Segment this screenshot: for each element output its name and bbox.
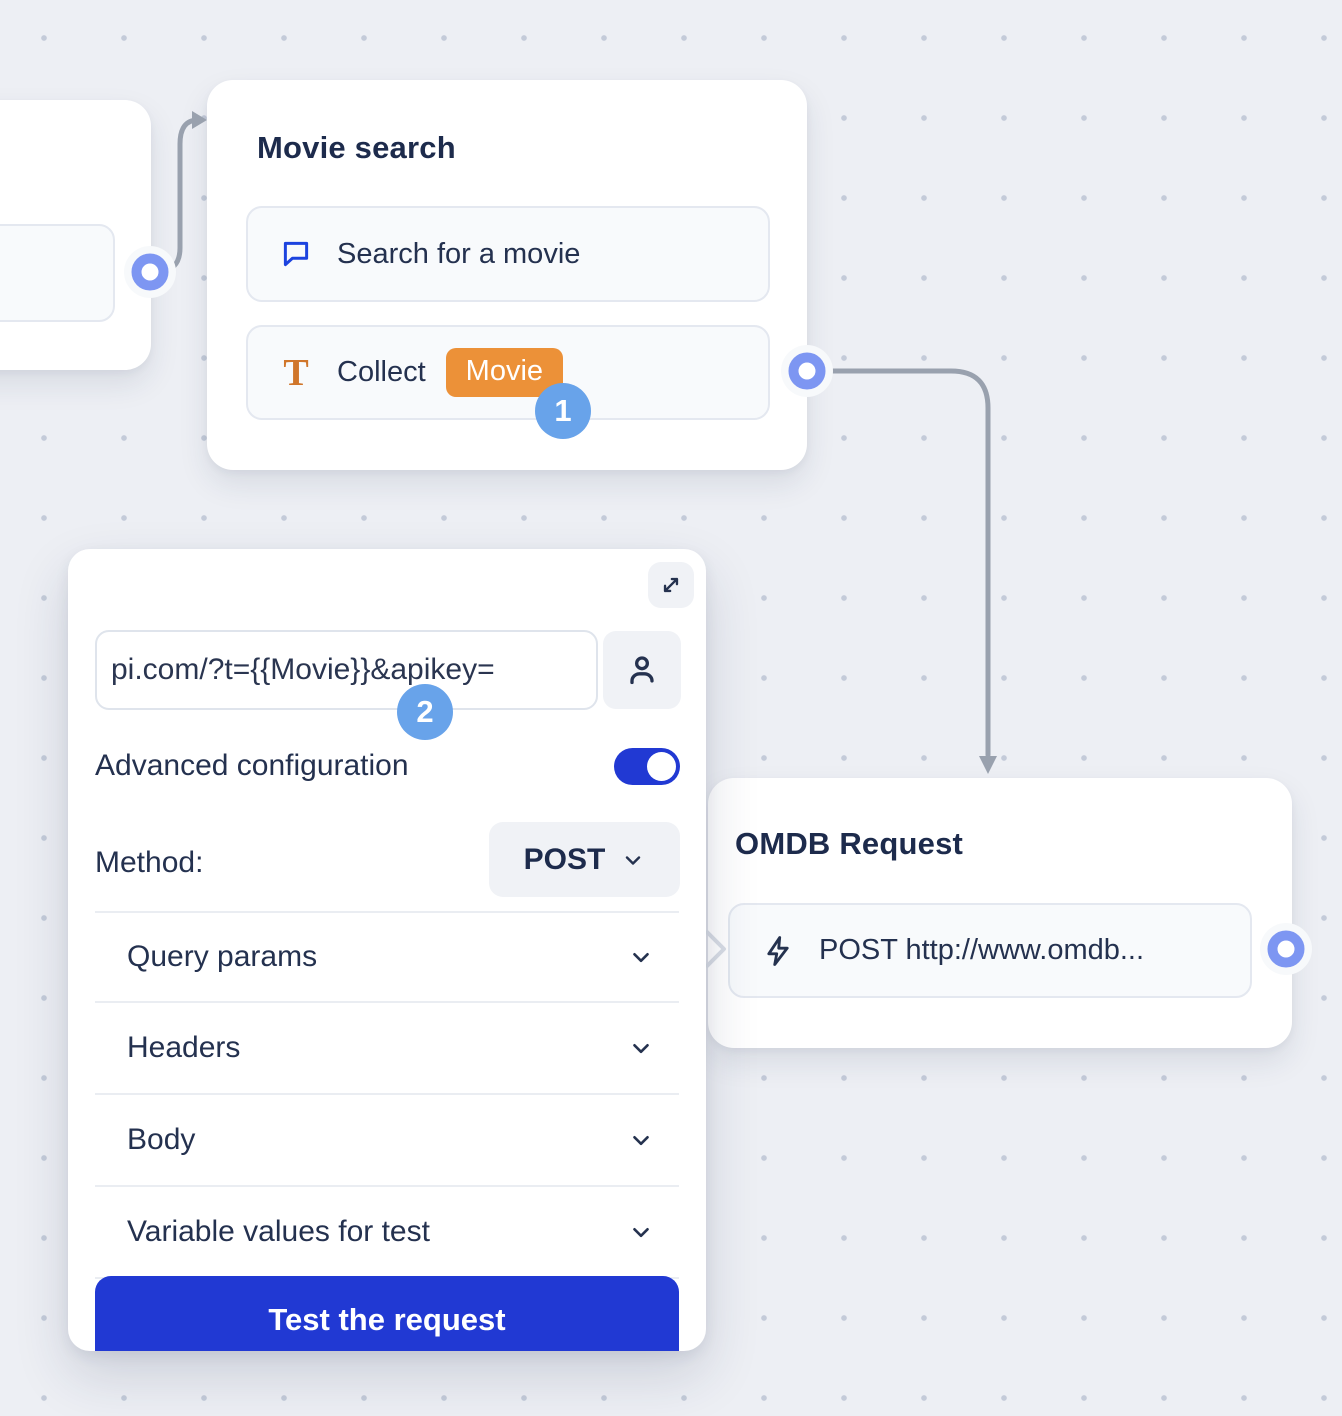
connector-line <box>804 368 991 758</box>
section-headers[interactable]: Headers <box>95 1003 679 1095</box>
node-title: Movie search <box>257 130 456 165</box>
url-input[interactable] <box>95 630 598 710</box>
connector-line <box>147 117 200 275</box>
node-title: OMDB Request <box>735 826 964 861</box>
node-item-label: Search for a movie <box>337 237 581 270</box>
accordion-sections: Query params Headers Body Variable value… <box>95 911 679 1279</box>
node-item-send-message[interactable]: Search for a movie <box>246 206 770 302</box>
node-item-webhook[interactable]: POST http://www.omdb... <box>728 903 1252 998</box>
webhook-config-panel: Advanced configuration Method: POST Quer… <box>68 549 706 1351</box>
section-query-params[interactable]: Query params <box>95 911 679 1003</box>
chevron-down-icon <box>633 952 649 963</box>
section-label: Headers <box>127 1031 241 1064</box>
method-label: Method: <box>95 846 204 879</box>
person-icon <box>630 656 654 685</box>
node-item-label: Collect <box>337 356 426 388</box>
chat-bubble-icon <box>283 241 309 267</box>
node-card-omdb-request[interactable]: OMDB Request POST http://www.omdb... <box>708 778 1292 1048</box>
person-button[interactable] <box>603 631 681 709</box>
text-input-icon: T <box>283 351 309 394</box>
toggle-knob <box>647 752 676 781</box>
node-card-partial[interactable] <box>0 100 151 370</box>
section-label: Variable values for test <box>127 1215 430 1248</box>
expand-icon <box>663 577 679 593</box>
chevron-down-icon <box>633 1043 649 1054</box>
node-card-movie-search[interactable]: Movie search Search for a movie T Collec… <box>207 80 807 470</box>
connector-arrowhead <box>979 756 997 774</box>
expand-button[interactable] <box>648 562 694 608</box>
step-badge-1: 1 <box>535 383 591 439</box>
connector-arrowhead <box>192 111 207 129</box>
node-item-collect-input[interactable]: T Collect Movie <box>246 325 770 420</box>
section-variable-values[interactable]: Variable values for test <box>95 1187 679 1279</box>
method-select[interactable]: POST <box>489 822 680 897</box>
chevron-down-icon <box>633 1135 649 1146</box>
section-label: Body <box>127 1123 196 1156</box>
section-body[interactable]: Body <box>95 1095 679 1187</box>
node-item-label: POST http://www.omdb... <box>819 934 1145 966</box>
test-request-button[interactable]: Test the request <box>95 1276 679 1351</box>
step-badge-2: 2 <box>397 684 453 740</box>
advanced-configuration-label: Advanced configuration <box>95 749 409 782</box>
section-label: Query params <box>127 940 318 973</box>
advanced-configuration-toggle[interactable] <box>614 748 680 785</box>
method-value: POST <box>523 842 606 876</box>
variable-pill[interactable]: Movie <box>445 348 564 397</box>
node-item-partial[interactable] <box>0 224 115 322</box>
lightning-icon <box>767 935 789 966</box>
chevron-down-icon <box>626 855 641 865</box>
chevron-down-icon <box>633 1227 649 1238</box>
